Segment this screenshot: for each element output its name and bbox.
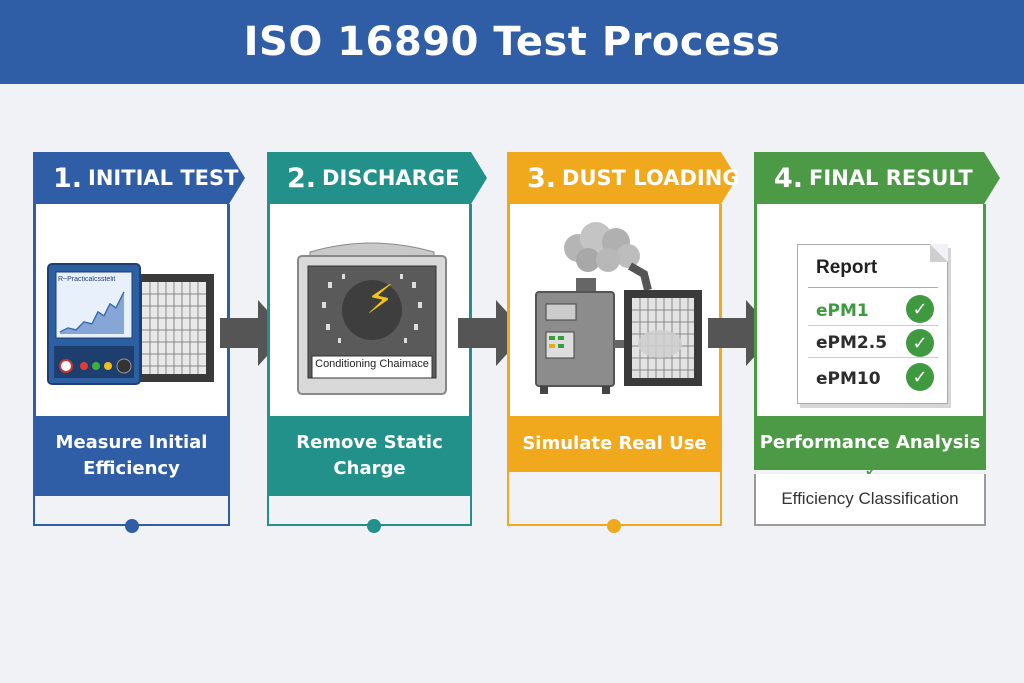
check-icon: ✓ — [906, 363, 934, 391]
step-3-footer: Simulate Real Use — [507, 416, 722, 472]
chamber-label: Conditioning Chaimace — [315, 358, 429, 370]
report-divider — [808, 325, 938, 326]
test-device-icon — [47, 263, 141, 385]
title-bar: ISO 16890 Test Process — [0, 0, 1024, 84]
step-2-dot — [367, 519, 381, 533]
device-screen-label: R~Practicalcsstelit — [58, 276, 116, 283]
report-item-epm10: ePM10 — [816, 369, 881, 389]
check-icon: ✓ — [906, 329, 934, 357]
step-3-dot — [607, 519, 621, 533]
lightning-icon: ⚡ — [365, 277, 395, 323]
step-1-label: INITIAL TEST — [88, 166, 239, 190]
step-1-caption-line2: Efficiency — [83, 458, 180, 479]
loaded-filter-icon — [624, 290, 702, 386]
page-title: ISO 16890 Test Process — [243, 19, 781, 65]
step-2-number: 2. — [287, 162, 317, 194]
step-1-header-shape — [33, 152, 245, 204]
step-4-label: FINAL RESULT — [809, 166, 973, 190]
report-divider — [808, 357, 938, 358]
check-icon: ✓ — [906, 295, 934, 323]
filter-panel-icon — [134, 274, 214, 382]
step-3-caption-line1: Simulate Real Use — [522, 432, 707, 454]
report-document: Report ePM1 ePM2.5 ePM10 ✓ ✓ ✓ — [797, 244, 948, 404]
step-2-caption-line2: Charge — [333, 458, 406, 479]
step-1-footer: Measure Initial Efficiency — [33, 416, 230, 496]
step-2-label: DISCHARGE — [322, 166, 460, 190]
test-rig-illustration — [47, 263, 214, 385]
step-3-label: DUST LOADING — [562, 166, 740, 190]
efficiency-classification: Efficiency Classification — [754, 474, 986, 526]
step-2-caption-line1: Remove Static — [296, 431, 443, 453]
step-4-header: 4. FINAL RESULT — [754, 152, 973, 204]
report-item-epm2-5: ePM2.5 — [816, 333, 888, 353]
step-1-number: 1. — [53, 162, 83, 194]
dust-loading-illustration — [535, 222, 702, 394]
step-4-footer: Performance Analysis — [754, 416, 986, 470]
conditioning-chamber-icon — [297, 242, 447, 395]
step-4-header-shape — [754, 152, 1000, 204]
step-1-caption-line1: Measure Initial — [55, 431, 208, 453]
step-4-number: 4. — [774, 162, 804, 194]
step-3-number: 3. — [527, 162, 557, 194]
step-1-dot — [125, 519, 139, 533]
report-title: Report — [816, 257, 878, 278]
report-divider — [808, 287, 938, 288]
step-2-footer: Remove Static Charge — [267, 416, 472, 496]
dust-cloud-icon — [564, 222, 640, 272]
step-3-header: 3. DUST LOADING — [507, 152, 740, 204]
step-3-header-shape — [507, 152, 737, 204]
step-1-header: 1. INITIAL TEST — [33, 152, 238, 204]
step-2-header-shape — [267, 152, 487, 204]
classification-label: Efficiency Classification — [781, 489, 959, 508]
report-item-epm1: ePM1 — [816, 301, 869, 321]
step-4-caption-line1: Performance Analysis — [759, 431, 981, 453]
step-2-header: 2. DISCHARGE — [267, 152, 459, 204]
dust-generator-icon — [535, 291, 638, 394]
step-3-bracket — [507, 472, 722, 526]
page-fold-icon — [930, 244, 948, 262]
